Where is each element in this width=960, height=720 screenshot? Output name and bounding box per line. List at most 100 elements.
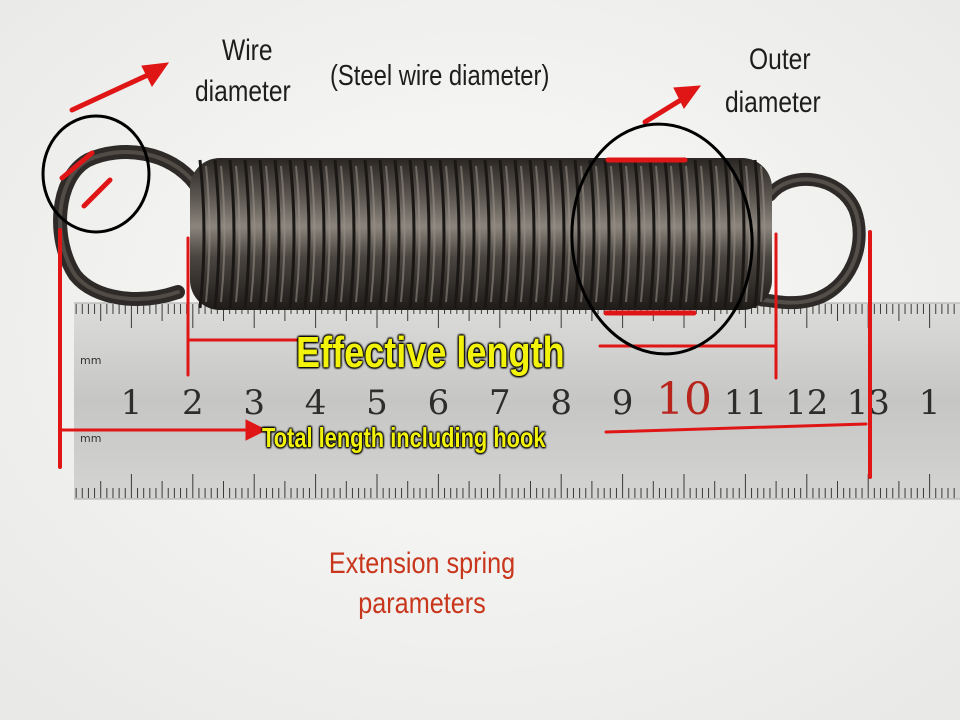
total-length-label: Total length including hook [262,422,546,453]
coil-turn [483,159,491,309]
coil-turn [423,159,431,309]
coil-turn [558,159,566,309]
outer-arrow-head [673,85,702,109]
coil-highlight [220,165,226,303]
coil-highlight [460,165,466,303]
coil-highlight [535,165,541,303]
coil-highlight [625,165,631,303]
coil-turn [693,159,701,309]
effective-length-label: Effective length [296,328,565,377]
wire-arrow-head [141,62,170,87]
coil-highlight [640,165,646,303]
ruler-number: 6 [428,383,450,423]
coil-turn [303,159,311,309]
coil-turn [498,159,506,309]
coil-turn [318,159,326,309]
coil-highlight [235,165,241,303]
coil-highlight [295,165,301,303]
ruler-number: 11 [724,383,767,423]
wire-diameter-circle [41,114,151,234]
coil-turn [513,159,521,309]
coil-highlight [370,165,376,303]
coil-highlight [505,165,511,303]
coil-turn [573,159,581,309]
ruler-number: 10 [656,374,712,425]
wire-mark-1 [59,150,95,181]
coil-turn [603,159,611,309]
total-right-line [604,422,868,434]
ruler-number: 7 [489,383,511,423]
ruler-number: 12 [785,383,828,423]
coil-turn [723,159,731,309]
caption-line1: Extension spring [328,547,516,580]
coil-highlight [475,165,481,303]
coil-turn [288,159,296,309]
wire-mark-2 [81,177,113,209]
coil-highlight [655,165,661,303]
wire-label-line1: Wire [222,34,273,67]
coil-turn [408,159,416,309]
ruler-number: 4 [305,383,327,423]
ruler-number: 1 [919,383,941,423]
coil-highlight [550,165,556,303]
coil-highlight [445,165,451,303]
coil-turn [738,159,746,309]
coil-turn [333,159,341,309]
coil-turn [588,159,596,309]
coil-highlight [595,165,601,303]
coil-highlight [760,165,766,303]
coil-turn [348,159,356,309]
coil-turn [528,159,536,309]
coil-highlight [715,165,721,303]
coil-turn [753,159,761,309]
ruler-unit-lower: mm [80,432,101,445]
ruler-body [74,303,960,499]
coil-highlight [280,165,286,303]
wire-arrow-shaft [69,71,153,113]
coil-turn [258,159,266,309]
coil-turn [198,159,206,309]
ruler-unit-upper: mm [80,354,101,367]
coil-turn [393,159,401,309]
coil-turn [243,159,251,309]
coil-turn [648,159,656,309]
right-hook [755,173,866,310]
arrows [69,62,702,441]
coil-highlight [415,165,421,303]
coil-turn [678,159,686,309]
coil-highlight [205,165,211,303]
coil-highlight [745,165,751,303]
ruler-number: 8 [550,383,572,423]
coil-turn [708,159,716,309]
spring-coil-body [190,158,772,310]
coil-turn [663,159,671,309]
coil-highlight [685,165,691,303]
ruler-number: 9 [612,383,634,423]
outer-label-line1: Outer [749,43,811,76]
coil-turn [543,159,551,309]
ruler-number: 1 [121,383,143,423]
coil-turn [633,159,641,309]
coil-highlight [520,165,526,303]
annotation-lines [58,150,872,479]
coil-turn [228,159,236,309]
coil-highlight [490,165,496,303]
coil-highlight [400,165,406,303]
ruler-number: 2 [182,383,204,423]
coil-highlight [310,165,316,303]
coil-turn [363,159,371,309]
coil-highlight [340,165,346,303]
coil-highlight [265,165,271,303]
coil-turn [378,159,386,309]
coil-highlight [730,165,736,303]
coil-highlight [670,165,676,303]
outer-diameter-circle [570,122,754,356]
coil-highlight [430,165,436,303]
ruler-number: 3 [243,383,265,423]
coil-turn [468,159,476,309]
total-arrow-head [245,419,268,441]
ruler-number: 5 [366,383,388,423]
coil-highlight [610,165,616,303]
